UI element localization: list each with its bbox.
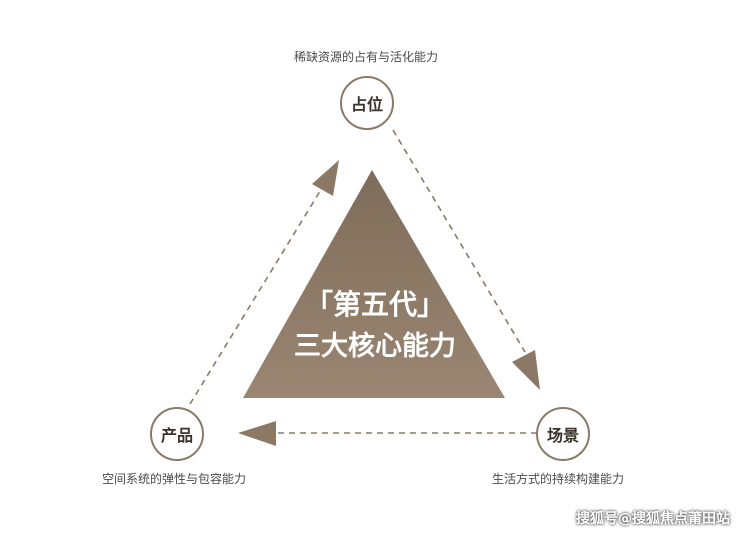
node-left: 产品 [150,407,204,461]
center-triangle [243,170,505,398]
edge-left-to-top [189,187,323,405]
node-top: 占位 [340,76,394,130]
watermark: 搜狐号@搜狐焦点莆田站 [576,511,730,527]
caption-top: 稀缺资源的占有与活化能力 [294,50,439,64]
center-title-line1: 「第五代」 [304,288,445,321]
arrowhead-left [238,421,276,446]
center-title-line2: 三大核心能力 [294,331,456,362]
arrowhead-right [512,350,540,390]
caption-right: 生活方式的持续构建能力 [492,472,625,486]
arrowhead-top [312,160,339,196]
node-right: 场景 [536,407,590,461]
caption-left: 空间系统的弹性与包容能力 [102,472,247,486]
